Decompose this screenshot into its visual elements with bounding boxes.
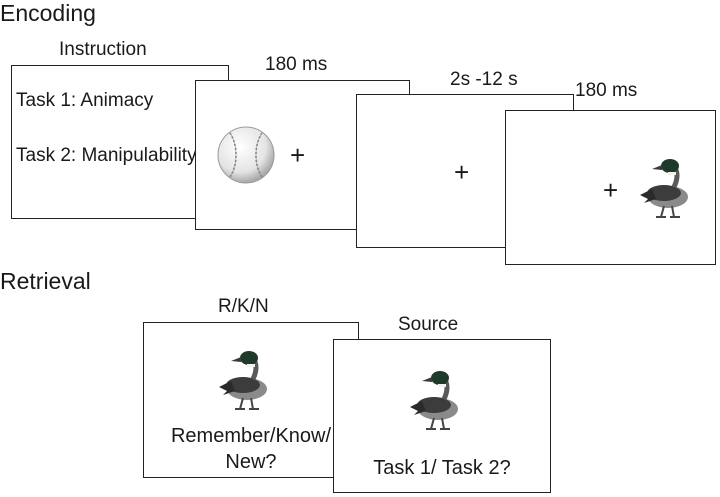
duration-label-1: 180 ms [265, 54, 328, 75]
instruction-task1: Task 1: Animacy [16, 90, 154, 111]
retrieval-heading: Retrieval [0, 268, 91, 294]
baseball-icon [217, 126, 275, 184]
duration-label-3: 180 ms [575, 80, 638, 101]
encoding-heading: Encoding [0, 0, 96, 26]
duck-icon [640, 159, 688, 218]
rkn-question-line1: Remember/Know/ [170, 425, 332, 447]
fixation-cross-3: + [603, 175, 619, 205]
instruction-label: Instruction [59, 39, 147, 60]
duck-icon [219, 351, 267, 410]
instruction-frame: Task 1: Animacy Task 2: Manipulability [11, 65, 229, 219]
duration-label-2: 2s -12 s [450, 69, 518, 90]
duck-icon [410, 371, 458, 430]
source-frame: Task 1/ Task 2? [333, 339, 551, 493]
instruction-task2: Task 2: Manipulability [16, 145, 197, 166]
rkn-label: R/K/N [218, 296, 269, 317]
rkn-question-line2: New? [225, 451, 277, 473]
stimulus-frame-duck: + [505, 110, 716, 265]
fixation-cross-1: + [290, 140, 306, 170]
rkn-frame: Remember/Know/ New? [143, 322, 359, 478]
fixation-cross-2: + [454, 157, 470, 187]
source-label: Source [398, 314, 459, 335]
source-question: Task 1/ Task 2? [373, 457, 511, 479]
